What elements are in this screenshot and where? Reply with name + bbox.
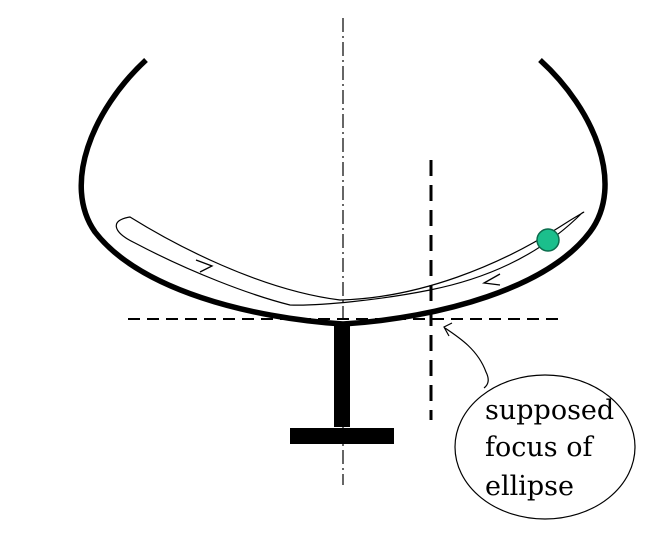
callout-pointer-arrowhead [443,322,453,337]
callout-oval [454,374,636,520]
arrowhead-left-icon [481,273,501,286]
ball-loop-path [115,211,585,306]
callout-pointer [444,327,489,389]
callout-line-3: ellipse [485,471,574,502]
callout-line-1: supposed [485,395,614,426]
callout-line-2: focus of [485,432,594,463]
green-ball-icon [536,228,560,252]
bowl-outline [78,57,608,327]
bowl-stem [334,326,350,427]
arrowhead-right-icon [195,259,214,273]
bowl-base [290,428,394,444]
